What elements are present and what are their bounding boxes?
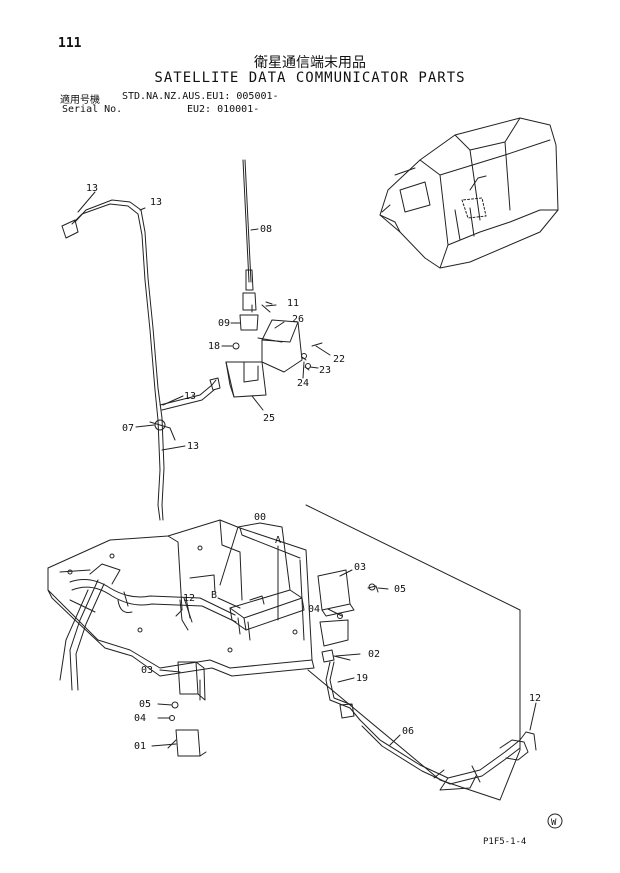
label-01: 01 [134,741,146,752]
label-06: 06 [402,726,414,737]
label-13: 13 [187,441,199,452]
bracket-left [167,661,207,757]
label-26: 26 [292,314,304,325]
label-04: 04 [134,713,146,724]
label-09: 09 [218,318,230,329]
label-13: 13 [184,391,196,402]
leader-lines [77,191,537,747]
label-12: 12 [529,693,541,704]
label-19: 19 [356,673,368,684]
w-mark: W [547,813,563,829]
label-23: 23 [319,365,331,376]
label-08: 08 [260,224,272,235]
label-25: 25 [263,413,275,424]
page-title-japanese: 衛星通信端末用品 [254,55,366,71]
serial-codes: EU2: 010001- [187,104,260,115]
assembly-outline [199,504,521,801]
label-00: 00 [254,512,266,523]
part-labels: 13 13 08 11 09 26 18 22 23 24 25 13 07 1… [86,183,541,752]
page-number: 111 [58,36,82,51]
model-codes: STD.NA.NZ.AUS.EU1: 005001- [122,91,279,102]
label-a: A [275,535,281,546]
figure-code: P1F5-1-4 [483,837,527,847]
label-24: 24 [297,378,309,389]
label-04: 04 [308,604,320,615]
label-03: 03 [354,562,366,573]
label-02: 02 [368,649,380,660]
w-mark-letter: W [551,818,557,828]
label-11: 11 [287,298,299,309]
serial-label: Serial No. [62,104,123,115]
label-05: 05 [139,699,151,710]
cable-13 [61,199,221,521]
model-label: 適用号機 [60,95,100,106]
page-title: SATELLITE DATA COMMUNICATOR PARTS [154,70,466,86]
excavator-overview [379,117,559,269]
harness-bundle [59,563,237,691]
label-13: 13 [86,183,98,194]
harness-06 [325,661,537,791]
controller-unit [229,589,305,641]
label-05: 05 [394,584,406,595]
label-b: B [211,590,217,601]
label-07: 07 [122,423,134,434]
label-22: 22 [333,354,345,365]
label-03: 03 [141,665,153,676]
label-12: 12 [183,593,195,604]
label-13: 13 [150,197,162,208]
bracket-right [317,569,379,663]
label-18: 18 [208,341,220,352]
antenna-assembly [225,159,323,398]
